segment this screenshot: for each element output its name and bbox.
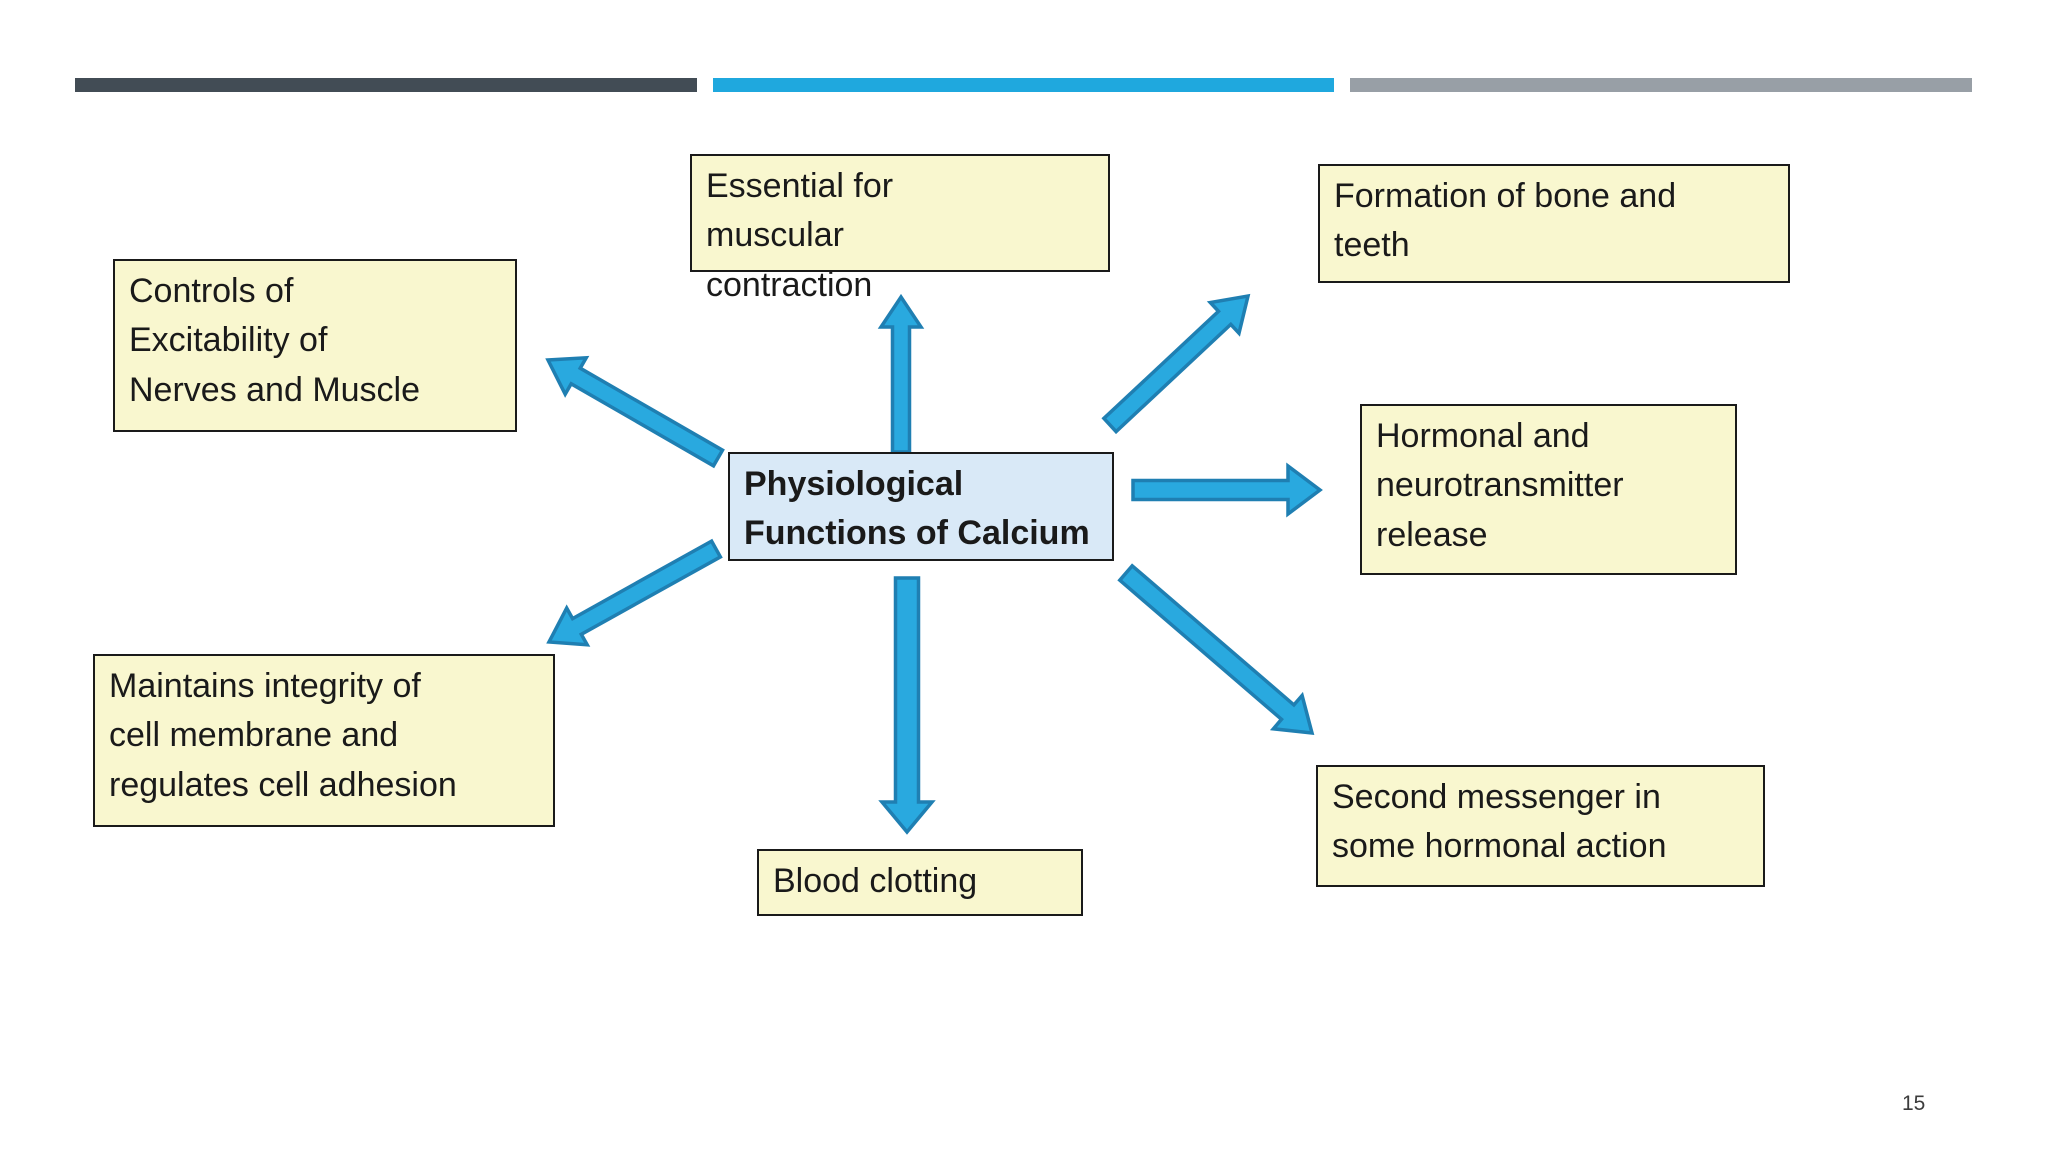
center-node-physiological-functions: Physiological Functions of Calcium	[728, 452, 1114, 561]
arrow-to-bone-teeth	[1101, 293, 1251, 435]
arrow-to-muscular-contraction	[877, 293, 925, 454]
accent-bar-gray	[1350, 78, 1972, 92]
node-excitability: Controls of Excitability of Nerves and M…	[113, 259, 517, 432]
node-bone-teeth: Formation of bone and teeth	[1318, 164, 1790, 283]
node-hormonal-release: Hormonal and neurotransmitter release	[1360, 404, 1737, 575]
arrow-to-second-messenger	[1117, 563, 1315, 736]
arrow-to-cell-membrane	[546, 538, 723, 647]
node-blood-clotting: Blood clotting	[757, 849, 1083, 916]
arrow-to-excitability	[545, 355, 725, 469]
accent-bar-blue	[713, 78, 1334, 92]
node-cell-membrane: Maintains integrity of cell membrane and…	[93, 654, 555, 827]
arrow-to-blood-clotting	[878, 576, 936, 835]
arrow-to-hormonal-release	[1131, 462, 1323, 518]
node-second-messenger: Second messenger in some hormonal action	[1316, 765, 1765, 887]
page-number: 15	[1902, 1092, 1926, 1115]
accent-bar-dark	[75, 78, 697, 92]
node-muscular-contraction: Essential for muscular contraction	[690, 154, 1110, 304]
